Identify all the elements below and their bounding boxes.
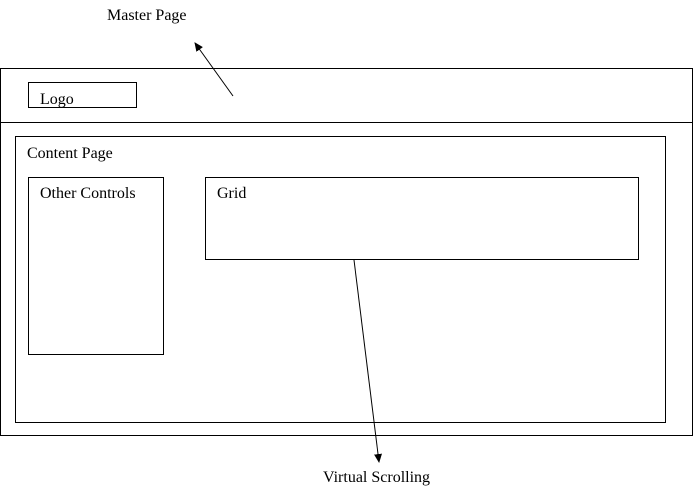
other-controls-label: Other Controls (40, 185, 136, 202)
content-page-label: Content Page (27, 145, 113, 162)
master-page-annotation: Master Page (107, 7, 187, 24)
grid-box: Grid (205, 177, 639, 260)
logo-box: Logo (28, 82, 137, 108)
virtual-scrolling-annotation: Virtual Scrolling (323, 469, 431, 486)
header-divider (0, 122, 693, 123)
logo-label: Logo (40, 91, 74, 108)
grid-label: Grid (217, 185, 247, 202)
other-controls-box: Other Controls (28, 177, 164, 355)
